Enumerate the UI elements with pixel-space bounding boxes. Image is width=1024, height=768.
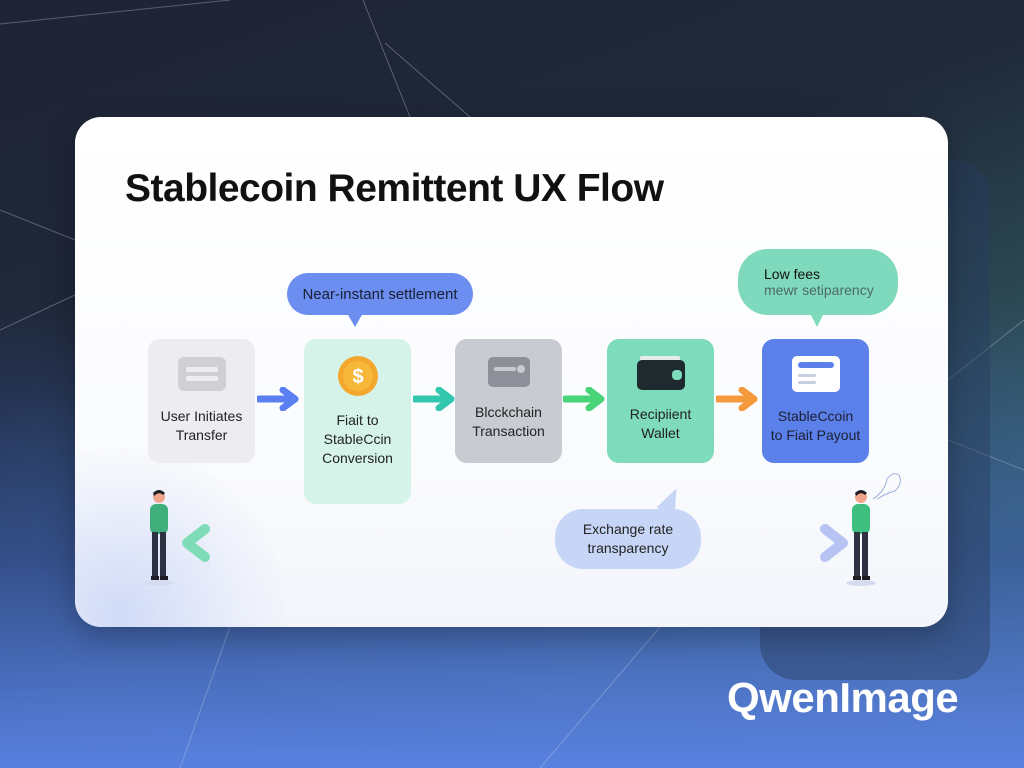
callout-exchange-rate: Exchange rate transparency bbox=[555, 483, 701, 569]
arrow-right-icon bbox=[563, 387, 605, 411]
callout-settlement-text: Near-instant settlement bbox=[302, 285, 458, 303]
wallet-icon bbox=[636, 356, 685, 390]
callout-fees: Low fees mewr setiparency bbox=[738, 249, 898, 327]
step-stablecoin-to-fiat-payout: StableCcoin to Fiait Payout bbox=[762, 339, 869, 463]
step-fiat-to-stablecoin: $ Fiait to StableCcin Conversion bbox=[304, 339, 411, 504]
step-blockchain-transaction: Blcckchain Transaction bbox=[455, 339, 562, 463]
step-label: Blcckchain Transaction bbox=[472, 404, 545, 439]
arrow-right-icon bbox=[413, 387, 455, 411]
recipient-person-icon bbox=[846, 473, 901, 586]
step-label: User Initiates Transfer bbox=[160, 408, 243, 443]
watermark-logo: QwenImage bbox=[727, 674, 959, 721]
document-card-icon bbox=[177, 357, 226, 391]
callout-tail bbox=[810, 313, 824, 327]
step-label: Recipiient Wallet bbox=[629, 406, 692, 441]
bidirectional-arrow-icon bbox=[182, 524, 848, 562]
arrow-right-icon bbox=[257, 387, 299, 411]
card-icon bbox=[487, 357, 530, 387]
dollar-coin-icon: $ bbox=[337, 356, 378, 396]
step-recipient-wallet: Recipiient Wallet bbox=[607, 339, 714, 463]
callout-tail bbox=[347, 313, 363, 327]
callout-exchange-rate-text: Exchange rate transparency bbox=[582, 521, 674, 556]
callout-fees-subtitle: mewr setiparency bbox=[764, 282, 874, 298]
sender-person-icon bbox=[144, 490, 174, 586]
callout-tail bbox=[656, 483, 686, 517]
svg-text:$: $ bbox=[352, 366, 363, 388]
callout-fees-title: Low fees bbox=[764, 266, 821, 282]
step-user-initiates-transfer: User Initiates Transfer bbox=[148, 339, 255, 463]
callout-settlement: Near-instant settlement bbox=[287, 273, 473, 327]
step-label: Fiait to StableCcin Conversion bbox=[322, 412, 393, 466]
payout-card-icon bbox=[791, 356, 840, 392]
arrow-right-icon bbox=[716, 387, 758, 411]
step-label: StableCcoin to Fiait Payout bbox=[770, 408, 861, 443]
diagram-card: Stablecoin Remittent UX Flow Near-instan… bbox=[75, 117, 948, 627]
diagram-title: Stablecoin Remittent UX Flow bbox=[125, 167, 664, 210]
